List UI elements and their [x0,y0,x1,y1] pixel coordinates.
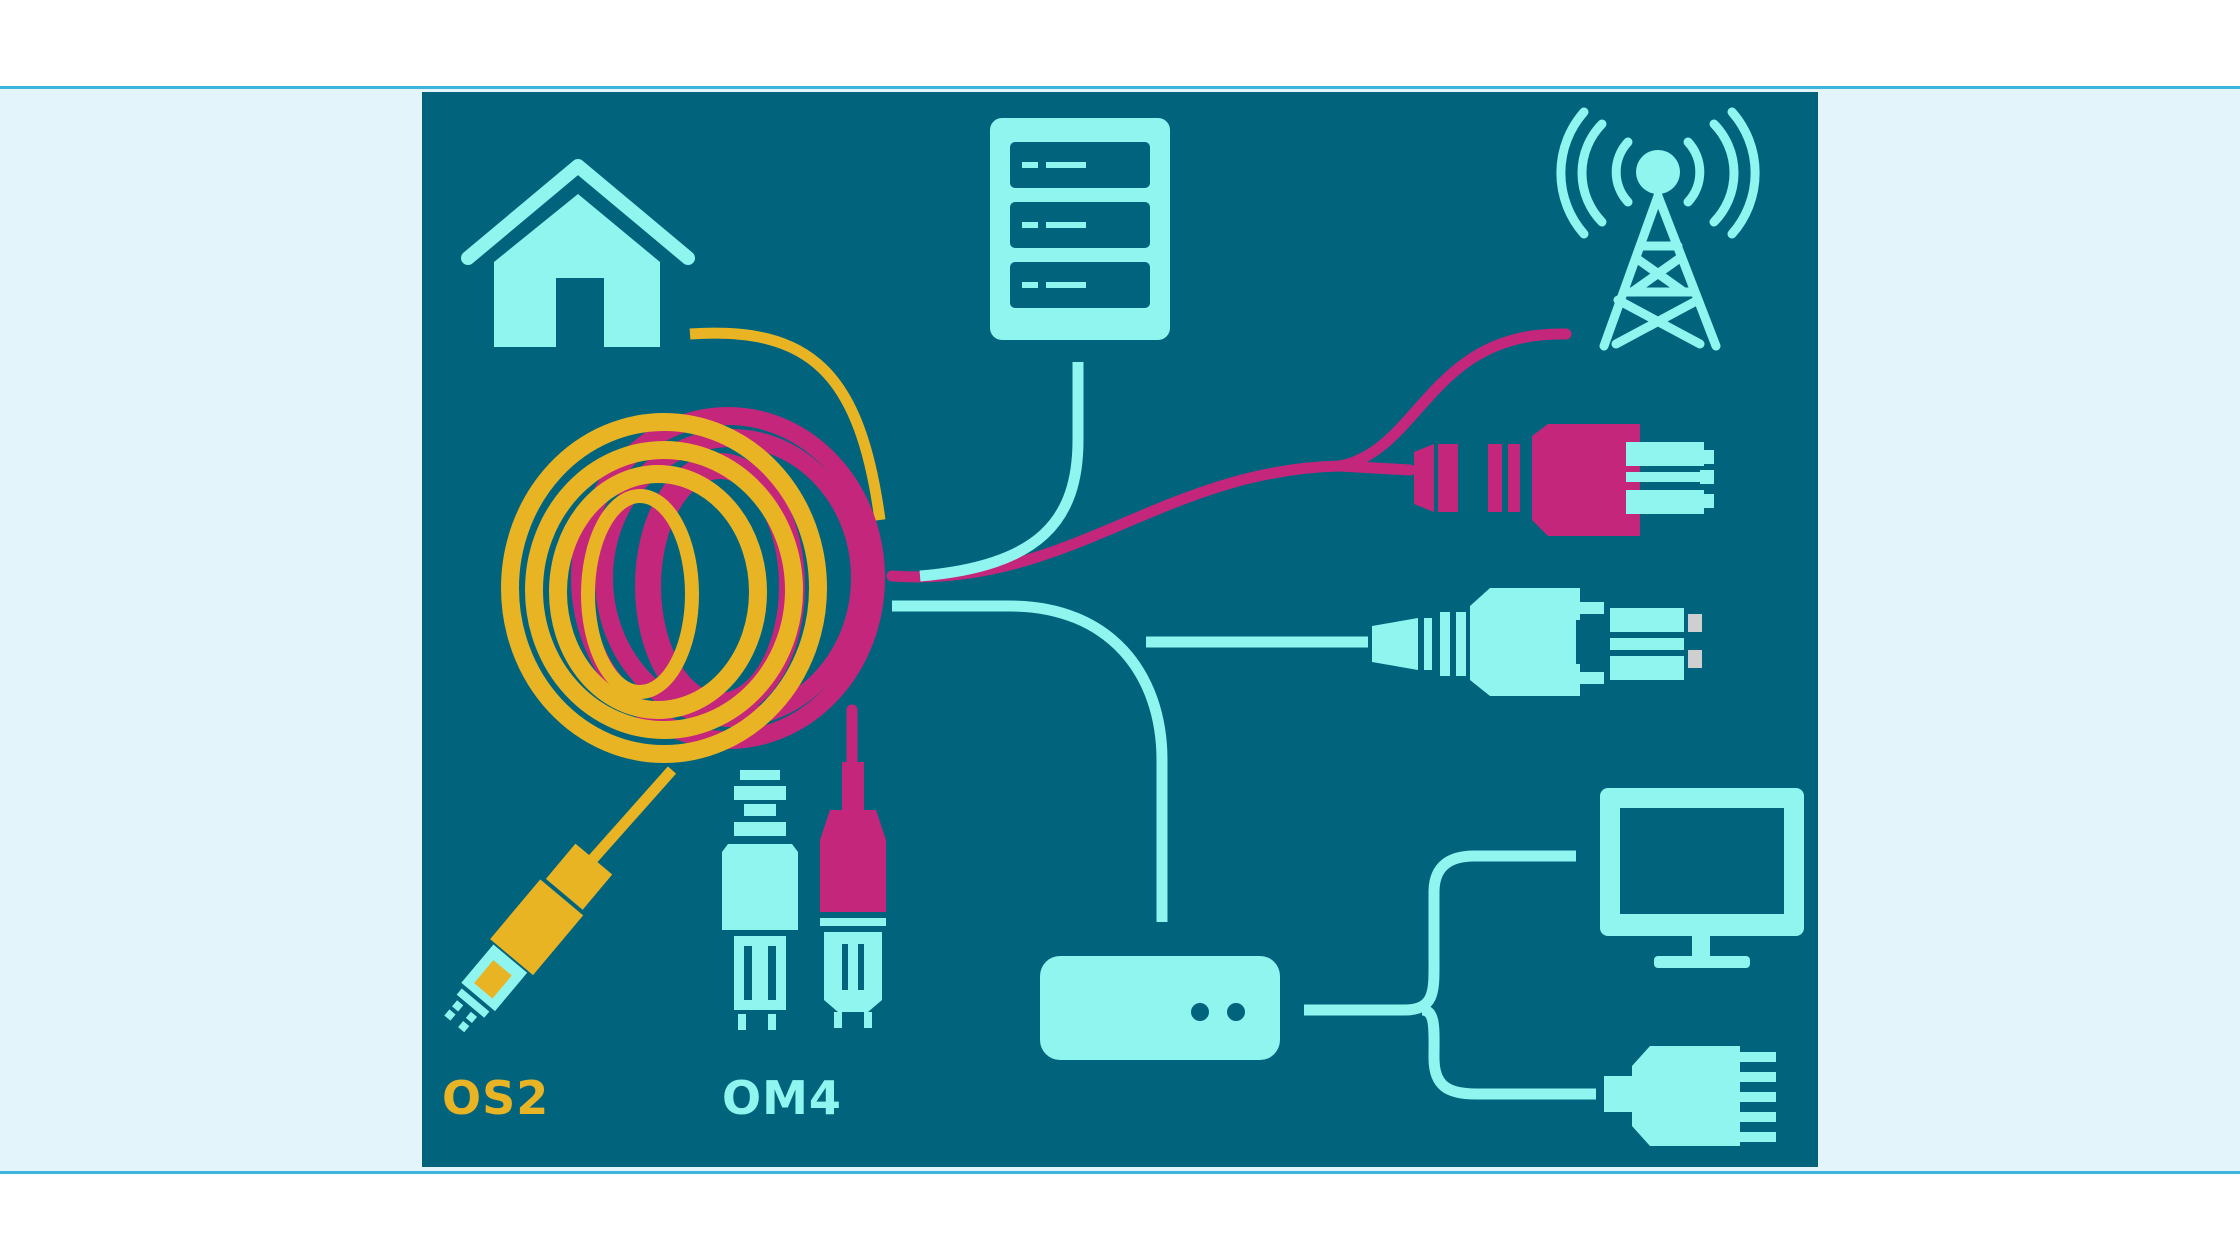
aqua-cables [892,362,1596,1100]
cell-tower-icon [1556,107,1760,351]
house-icon [461,159,695,347]
server-rack-icon [990,118,1170,340]
yellow-connector [444,843,613,1033]
fiber-cable-coil-icon [501,407,885,763]
om4-label: OM4 [722,1071,842,1125]
yellow-os2-cable [587,327,886,864]
os2-label: OS2 [442,1071,550,1125]
magenta-connector-right [1414,424,1714,536]
aqua-connector-bottom-right [1604,1046,1776,1146]
magenta-cable [846,328,1572,768]
monitor-icon [1600,788,1804,968]
aqua-connector-bottom [722,770,798,1030]
magenta-connector-bottom [820,762,886,1028]
router-icon [1040,956,1280,1060]
fiber-connector-icon [444,424,1776,1146]
aqua-connector-right [1372,588,1702,696]
